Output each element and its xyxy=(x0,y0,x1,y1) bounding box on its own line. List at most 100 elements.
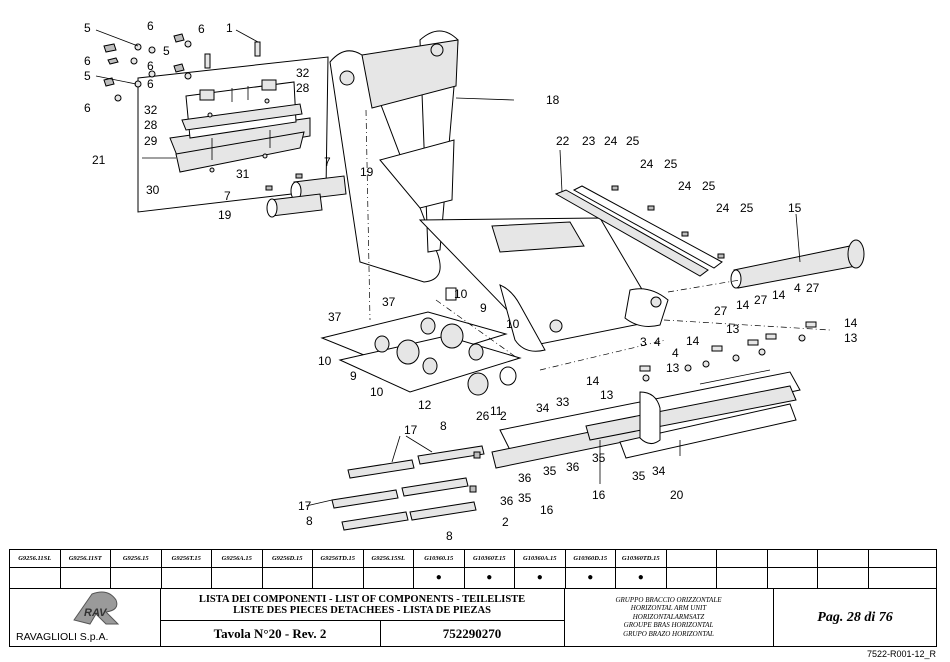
callout-27: 27 xyxy=(754,293,768,307)
callout-37: 37 xyxy=(328,310,342,324)
callout-15: 15 xyxy=(788,201,802,215)
model-column: G10360TD.15● xyxy=(616,550,667,588)
group-description-cell: GRUPPO BRACCIO ORIZZONTALE HORIZONTAL AR… xyxy=(564,589,774,646)
callout-30: 30 xyxy=(146,183,160,197)
screws-washers xyxy=(103,33,261,102)
list-title-1: LISTA DEI COMPONENTI - LIST OF COMPONENT… xyxy=(198,594,526,605)
part-number: 752290270 xyxy=(442,626,502,641)
callout-9: 9 xyxy=(480,301,487,315)
callout-28: 28 xyxy=(296,81,310,95)
main-shaft xyxy=(730,239,865,289)
callout-34: 34 xyxy=(652,464,666,478)
bracket-plate-assembly xyxy=(137,56,329,213)
callout-11: 11 xyxy=(490,404,503,418)
model-applicability-mark: ● xyxy=(587,572,594,583)
callout-6: 6 xyxy=(147,59,154,73)
model-column xyxy=(818,550,869,588)
model-column: G9256D.15 xyxy=(262,550,313,588)
callout-25: 25 xyxy=(702,179,716,193)
callout-14: 14 xyxy=(686,334,700,348)
model-applicability-mark xyxy=(364,568,414,588)
callout-21: 21 xyxy=(92,153,106,167)
model-code xyxy=(767,551,817,568)
model-code: G9256.11SL xyxy=(10,551,60,568)
model-column: G9256.15 xyxy=(111,550,162,588)
model-code: G9256.15 xyxy=(111,551,161,568)
callout-34: 34 xyxy=(536,401,550,415)
page-cell: Pag. 28 di 76 xyxy=(774,589,936,646)
callout-3: 3 xyxy=(640,335,647,349)
callout-10: 10 xyxy=(506,317,520,331)
callout-4: 4 xyxy=(672,346,679,360)
callout-20: 20 xyxy=(670,488,684,502)
model-column: G9256T.15 xyxy=(161,550,212,588)
centerlines xyxy=(365,109,831,371)
model-code: G9256.11ST xyxy=(60,551,110,568)
list-title-2: LISTE DES PIECES DETACHEES - LISTA DE PI… xyxy=(233,605,491,616)
callout-10: 10 xyxy=(370,385,384,399)
svg-text:RAV: RAV xyxy=(84,607,108,619)
callout-36: 36 xyxy=(500,494,514,508)
model-applicability-mark xyxy=(768,568,818,588)
model-column: G10360.15 ● xyxy=(414,550,465,588)
logo-cell: RAV RAVAGLIOLI S.p.A. xyxy=(10,589,161,646)
callout-14: 14 xyxy=(586,374,600,388)
small-parts-right xyxy=(639,321,817,382)
model-column: G10360T.15● xyxy=(464,550,515,588)
callout-1: 1 xyxy=(226,21,233,35)
callout-32: 32 xyxy=(144,103,158,117)
callout-35: 35 xyxy=(518,491,532,505)
page-number: Pag. 28 di 76 xyxy=(817,610,893,625)
callout-13: 13 xyxy=(844,331,858,345)
model-applicability-mark: ● xyxy=(637,572,644,583)
callout-6: 6 xyxy=(84,101,91,115)
model-code: G10360.15 xyxy=(414,551,464,568)
callout-25: 25 xyxy=(664,157,678,171)
callout-7: 7 xyxy=(224,189,231,203)
model-code xyxy=(818,551,868,568)
callout-37: 37 xyxy=(382,295,396,309)
slide-pads xyxy=(331,445,485,531)
callout-35: 35 xyxy=(592,451,606,465)
callout-33: 33 xyxy=(556,395,570,409)
callout-2: 2 xyxy=(500,409,507,423)
model-column xyxy=(868,550,937,588)
model-code xyxy=(868,551,936,568)
callout-16: 16 xyxy=(592,488,606,502)
callout-8: 8 xyxy=(440,419,447,433)
callout-8: 8 xyxy=(306,514,313,528)
callout-32: 32 xyxy=(296,66,310,80)
model-applicability-mark xyxy=(869,568,937,588)
model-applicability-mark: ● xyxy=(435,572,442,583)
callout-24: 24 xyxy=(640,157,654,171)
callout-10: 10 xyxy=(318,354,332,368)
main-column-frame xyxy=(329,30,669,352)
callout-14: 14 xyxy=(736,298,750,312)
model-applicability-mark xyxy=(717,568,767,588)
model-code xyxy=(666,551,716,568)
callout-36: 36 xyxy=(518,471,532,485)
callout-27: 27 xyxy=(806,281,820,295)
model-column: G9256.11ST xyxy=(60,550,111,588)
model-applicability-mark xyxy=(263,568,313,588)
callout-13: 13 xyxy=(600,388,614,402)
model-code: G10360A.15 xyxy=(515,551,565,568)
callout-24: 24 xyxy=(678,179,692,193)
callout-6: 6 xyxy=(84,54,91,68)
exploded-view-drawing: 5 6 6 6 5 6 6 5 6 1 32 28 32 28 29 21 31… xyxy=(84,19,865,543)
model-code: G9256.15SL xyxy=(363,551,413,568)
list-title-cell: LISTA DEI COMPONENTI - LIST OF COMPONENT… xyxy=(160,589,565,647)
model-applicability-mark xyxy=(313,568,363,588)
leader-lines xyxy=(95,29,801,507)
callout-5: 5 xyxy=(84,21,91,35)
group-es: GRUPO BRAZO HORIZONTAL xyxy=(623,629,714,638)
group-en: HORIZONTAL ARM UNIT xyxy=(630,604,707,613)
callout-23: 23 xyxy=(582,134,596,148)
document-reference: 7522-R001-12_R xyxy=(866,649,936,659)
model-applicability-mark xyxy=(667,568,717,588)
callout-4: 4 xyxy=(654,335,661,349)
pins xyxy=(265,173,347,218)
callout-24: 24 xyxy=(604,134,618,148)
callout-13: 13 xyxy=(726,322,740,336)
